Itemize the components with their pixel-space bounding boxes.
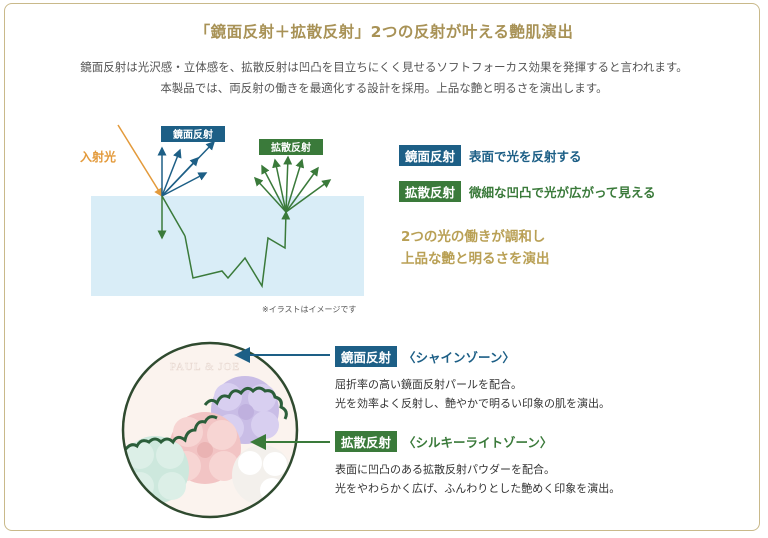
legend-specular-tag: 鏡面反射: [399, 145, 462, 166]
shine-zone-info: 鏡面反射〈シャインゾーン〉 屈折率の高い鏡面反射パールを配合。 光を効率よく反射…: [335, 346, 610, 413]
description-line-1: 鏡面反射は光沢感・立体感を、拡散反射は凹凸を目立ちにくく見せるソフトフォーカス効…: [80, 60, 688, 74]
harmony-line-2: 上品な艶と明るさを演出: [401, 251, 550, 267]
legend-specular-text: 表面で光を反射する: [469, 149, 582, 164]
specular-arrows: [157, 140, 216, 197]
shine-zone-tag: 鏡面反射: [335, 346, 398, 367]
silky-zone-subtitle: 〈シルキーライトゾーン〉: [403, 435, 553, 450]
shine-zone-line-1: 屈折率の高い鏡面反射パールを配合。: [335, 378, 522, 391]
silky-zone-heading: 拡散反射〈シルキーライトゾーン〉: [335, 431, 620, 452]
incident-light-arrow: [117, 124, 163, 198]
specular-tag-box: [161, 126, 225, 142]
diffuse-tag-box: [259, 139, 323, 155]
legend-diffuse-text: 微細な凹凸で光が広がって見える: [469, 185, 656, 200]
diffuse-arrows: [253, 155, 332, 213]
shine-zone-edge: [203, 386, 288, 420]
content-frame: [4, 3, 760, 531]
legend-diffuse: 拡散反射微細な凹凸で光が広がって見える: [399, 181, 656, 202]
illustration-note: ※イラストはイメージです: [262, 305, 357, 314]
harmony-line-1: 2つの光の働きが調和し: [401, 229, 546, 245]
powder-compact: PAUL & JOE: [121, 341, 299, 519]
page-title: 「鏡面反射＋拡散反射」2つの反射が叶える艶肌演出: [194, 23, 574, 41]
product-logo: PAUL & JOE: [170, 361, 240, 373]
shine-zone-heading: 鏡面反射〈シャインゾーン〉: [335, 346, 610, 367]
shine-zone-line-2: 光を効率よく反射し、艶やかで明るい印象の肌を演出。: [335, 397, 610, 410]
description: 鏡面反射は光沢感・立体感を、拡散反射は凹凸を目立ちにくく見せるソフトフォーカス効…: [0, 57, 768, 99]
silky-zone-line-2: 光をやわらかく広げ、ふんわりとした艶めく印象を演出。: [335, 482, 621, 495]
silky-zone-body: 表面に凹凸のある拡散反射パウダーを配合。 光をやわらかく広げ、ふんわりとした艶め…: [335, 460, 620, 498]
legend-diffuse-tag: 拡散反射: [399, 181, 462, 202]
skin-surface: [91, 196, 364, 296]
description-line-2: 本製品では、両反射の働きを最適化する設計を採用。上品な艶と明るさを演出します。: [160, 81, 608, 95]
internal-light-path: [157, 195, 291, 289]
specular-tag: 鏡面反射: [173, 128, 213, 141]
shine-zone-subtitle: 〈シャインゾーン〉: [403, 350, 515, 365]
incident-light-label: 入射光: [80, 149, 116, 164]
silky-zone-line-1: 表面に凹凸のある拡散反射パウダーを配合。: [335, 463, 555, 476]
harmony-text: 2つの光の働きが調和し 上品な艶と明るさを演出: [401, 226, 550, 270]
silky-zone-edge: [123, 415, 218, 451]
legend-specular: 鏡面反射表面で光を反射する: [399, 145, 582, 166]
diffuse-tag: 拡散反射: [271, 141, 311, 154]
silky-zone-info: 拡散反射〈シルキーライトゾーン〉 表面に凹凸のある拡散反射パウダーを配合。 光を…: [335, 431, 620, 498]
silky-zone-tag: 拡散反射: [335, 431, 398, 452]
shine-zone-body: 屈折率の高い鏡面反射パールを配合。 光を効率よく反射し、艶やかで明るい印象の肌を…: [335, 375, 610, 413]
